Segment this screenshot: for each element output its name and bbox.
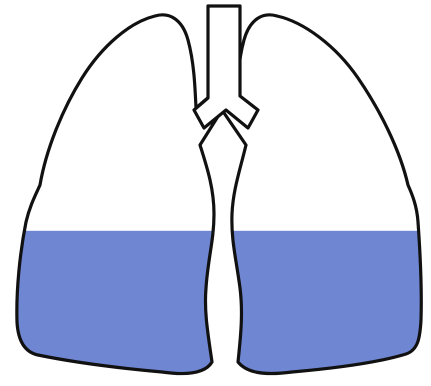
left-lung-fill-level — [0, 231, 215, 386]
left-lung — [0, 15, 222, 386]
right-lung — [215, 15, 431, 386]
right-lung-fill-level — [215, 231, 431, 386]
